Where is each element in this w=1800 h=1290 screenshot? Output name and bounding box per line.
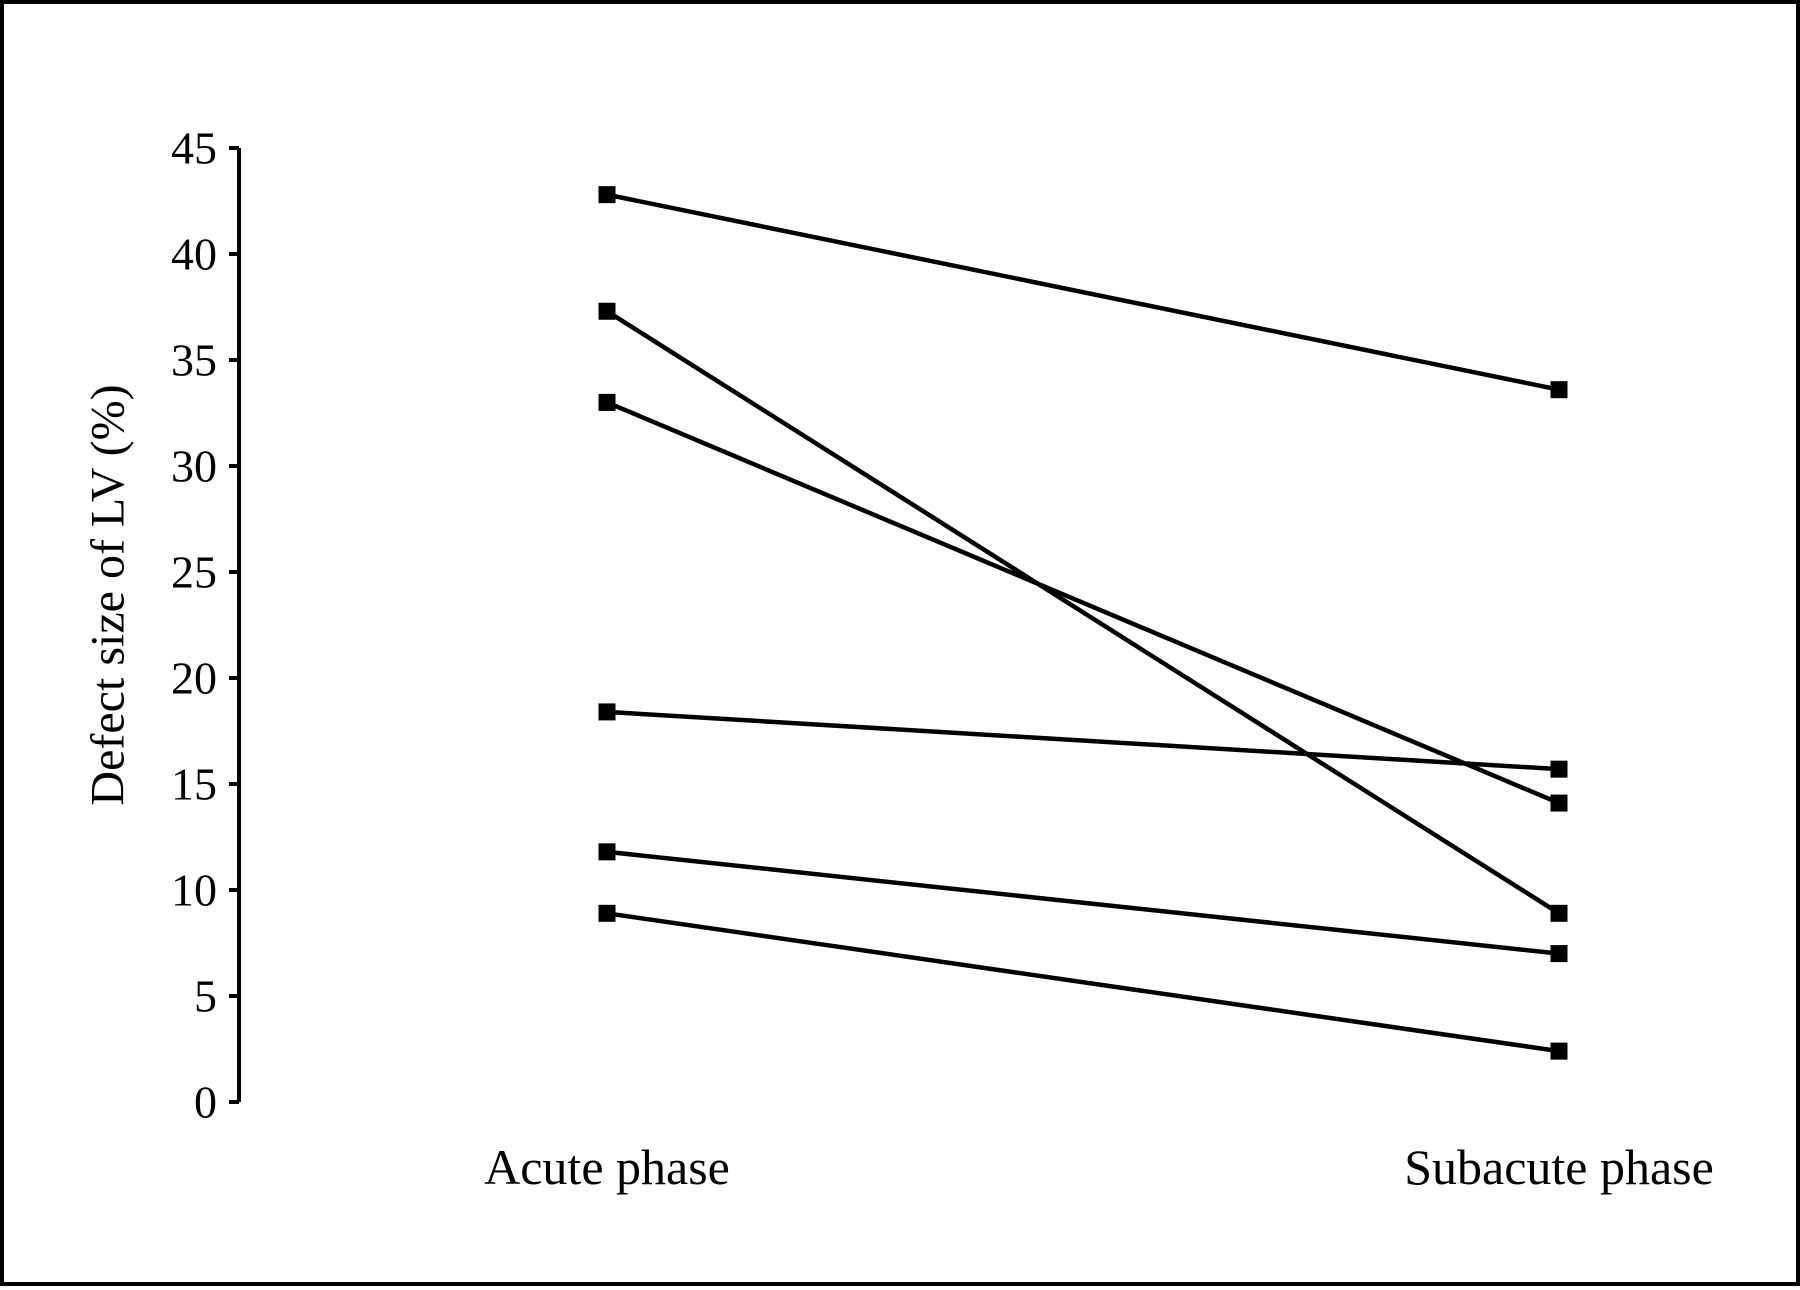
y-tick-label: 35 [171,335,217,386]
data-point-marker [598,843,616,861]
series-lines [605,192,1561,1054]
x-category-label: Subacute phase [1404,1139,1714,1195]
data-point-marker [598,904,616,922]
y-tick-label: 15 [171,759,217,810]
data-point-marker [598,186,616,204]
data-point-marker [1550,381,1568,399]
series-markers [598,186,1568,1060]
data-point-marker [1550,1042,1568,1060]
data-point-marker [598,393,616,411]
y-tick-label: 40 [171,229,217,280]
line-chart: 0 5 10 15 20 25 30 35 40 45 Defect size of LV (%)… [82,123,1714,1196]
y-tick-label: 45 [171,123,217,174]
y-axis: 0 5 10 15 20 25 30 35 40 45 [171,123,241,1128]
data-point-marker [1550,945,1568,963]
y-tick-label: 20 [171,653,217,704]
series-line [605,309,1561,916]
data-point-marker [598,302,616,320]
data-point-marker [598,703,616,721]
series-line [606,709,1560,772]
y-ticks: 0 5 10 15 20 25 30 35 40 45 [171,123,239,1128]
y-tick-label: 30 [171,441,217,492]
series-line [606,911,1560,1054]
x-category-label: Acute phase [484,1139,730,1195]
data-point-marker [1550,794,1568,812]
y-tick-label: 0 [194,1077,217,1128]
series-line [606,192,1560,392]
data-point-marker [1550,904,1568,922]
y-axis-title: Defect size of LV (%) [82,384,135,805]
y-tick-label: 5 [194,971,217,1022]
series-line [606,849,1560,956]
data-point-marker [1550,760,1568,778]
y-tick-label: 10 [171,865,217,916]
y-tick-label: 25 [171,547,217,598]
x-category-labels: Acute phase Subacute phase [484,1139,1714,1195]
series-line [606,400,1560,806]
